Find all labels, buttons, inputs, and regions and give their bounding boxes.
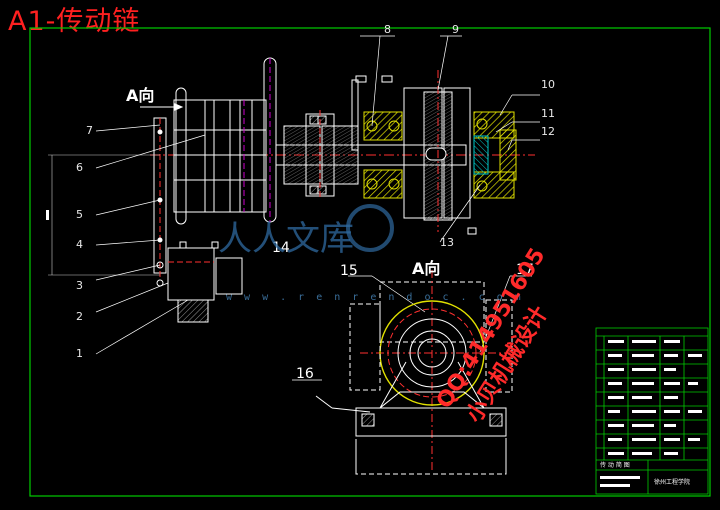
main-view [46, 57, 535, 323]
part-number-6: 6 [76, 161, 83, 174]
part-number-16: 16 [296, 366, 314, 382]
part-number-3: 3 [76, 279, 83, 292]
part-number-10: 10 [541, 78, 555, 91]
part-number-11: 11 [541, 107, 555, 120]
side-view [315, 270, 513, 475]
watermark-site: w w w . r e n r e n d o c . c o m [226, 292, 524, 303]
view-label-side: A向 [412, 259, 440, 278]
title-block-fill [600, 340, 702, 487]
part-number-13: 13 [440, 236, 454, 249]
title-block [595, 327, 709, 495]
part-number-12: 12 [541, 125, 555, 138]
title-block-drawing-name: 传 动 简 图 [600, 461, 630, 469]
watermark-logo: 人人文库 w w w . r e n r e n d o c . c o m [218, 204, 524, 303]
part-number-1: 1 [76, 347, 83, 360]
part-number-14: 14 [272, 240, 290, 256]
leader-lines [95, 35, 540, 381]
part-number-15: 15 [340, 263, 358, 279]
part-number-17: 17 [516, 262, 534, 278]
part-number-4: 4 [76, 238, 83, 251]
part-number-5: 5 [76, 208, 83, 221]
part-number-9: 9 [452, 23, 459, 36]
drawing-border [29, 27, 711, 497]
part-number-7: 7 [86, 124, 93, 137]
title-block-school: 徐州工程学院 [654, 478, 690, 486]
view-label-top: A向 [126, 86, 154, 105]
watermark-logo-text: 人人文库 [218, 219, 354, 259]
part-number-2: 2 [76, 310, 83, 323]
part-number-8: 8 [384, 23, 391, 36]
